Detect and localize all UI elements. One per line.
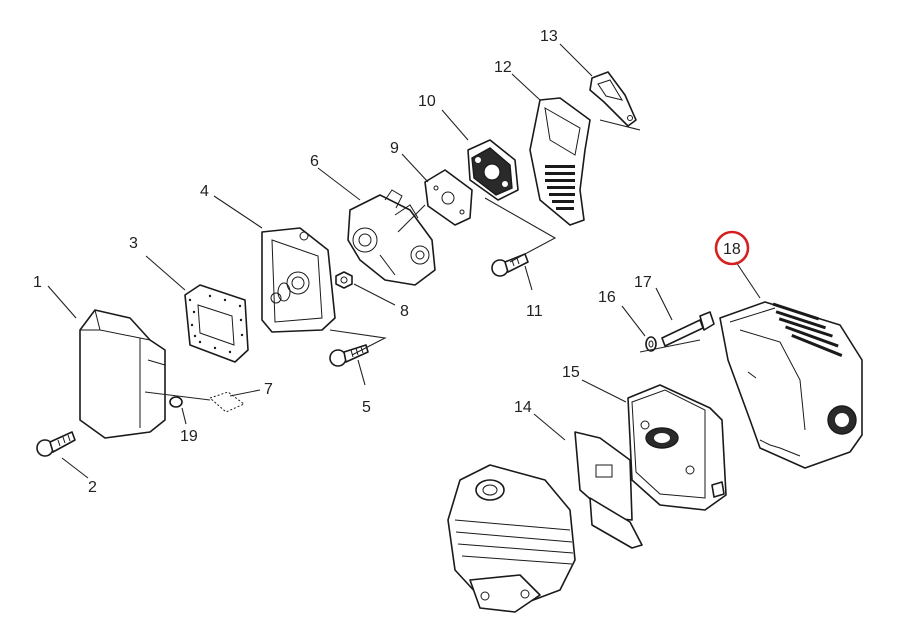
callout-10: 10 bbox=[418, 93, 436, 110]
part-11-bolt[interactable] bbox=[491, 253, 529, 277]
callout-2: 2 bbox=[88, 479, 97, 496]
part-16-washer[interactable] bbox=[645, 336, 657, 352]
part-6-carburetor[interactable] bbox=[347, 189, 436, 286]
callout-1: 1 bbox=[33, 274, 42, 291]
highlight-circle bbox=[714, 230, 750, 266]
part-5-bolt[interactable] bbox=[329, 344, 369, 367]
part-2-screw[interactable] bbox=[36, 431, 76, 457]
callout-16: 16 bbox=[598, 289, 616, 306]
part-7-label[interactable] bbox=[209, 391, 245, 413]
part-4-air-cleaner-base[interactable] bbox=[261, 227, 336, 333]
part-13-gasket[interactable] bbox=[589, 71, 637, 127]
part-1-air-cleaner-cover[interactable] bbox=[79, 309, 166, 439]
part-14-exhaust-gasket[interactable] bbox=[574, 431, 643, 549]
part-8-nut[interactable] bbox=[335, 271, 353, 289]
callout-18: 18 bbox=[723, 241, 741, 258]
engine-cylinder bbox=[447, 464, 576, 613]
callout-11: 11 bbox=[526, 303, 543, 320]
callout-7: 7 bbox=[264, 381, 273, 398]
leader-lines bbox=[47, 43, 761, 479]
part-17-bolt[interactable] bbox=[661, 311, 715, 347]
callout-12: 12 bbox=[494, 59, 512, 76]
part-19-grommet[interactable] bbox=[169, 396, 183, 408]
part-10-insulator[interactable] bbox=[467, 139, 519, 201]
callout-19: 19 bbox=[180, 428, 198, 445]
part-9-gasket[interactable] bbox=[424, 169, 473, 226]
part-12-heat-shield-plate[interactable] bbox=[529, 97, 591, 226]
callout-8: 8 bbox=[400, 303, 409, 320]
callout-17: 17 bbox=[634, 274, 652, 291]
part-15-muffler[interactable] bbox=[627, 384, 727, 511]
callout-6: 6 bbox=[310, 153, 319, 170]
callout-15: 15 bbox=[562, 364, 580, 381]
callout-labels: 1 2 3 4 5 6 7 8 9 10 11 12 13 14 15 16 1… bbox=[33, 28, 741, 496]
callout-9: 9 bbox=[390, 140, 399, 157]
part-18-muffler-cover[interactable] bbox=[719, 301, 863, 469]
callout-13: 13 bbox=[540, 28, 558, 45]
part-3-filter-element[interactable] bbox=[184, 284, 249, 363]
callout-4: 4 bbox=[200, 183, 209, 200]
callout-5: 5 bbox=[362, 399, 371, 416]
callout-3: 3 bbox=[129, 235, 138, 252]
callout-14: 14 bbox=[514, 399, 532, 416]
